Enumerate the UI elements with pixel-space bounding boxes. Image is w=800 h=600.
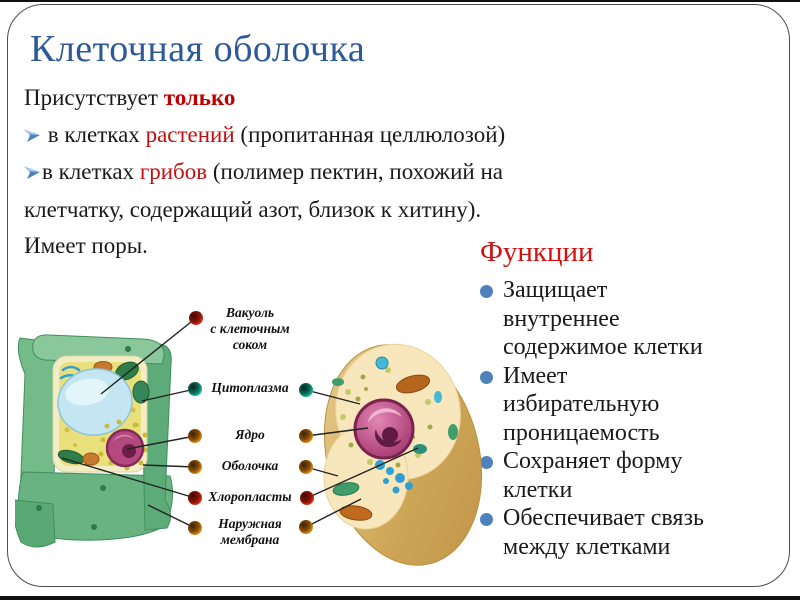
pin-membrane-left-icon bbox=[188, 521, 202, 535]
highlight-fungi: грибов bbox=[139, 159, 208, 184]
function-text: Защищает внутреннее содержимое клетки bbox=[503, 277, 703, 360]
label-nucleus: Ядро bbox=[235, 427, 265, 442]
pin-wall-left-icon bbox=[188, 460, 202, 474]
function-text: Обеспечивает связь между клетками bbox=[503, 505, 704, 560]
pin-nucleus-left-icon bbox=[188, 429, 202, 443]
bullet-line-plants: в клетках растений (пропитанная целлюлоз… bbox=[24, 117, 642, 155]
intro-highlight: только bbox=[163, 85, 236, 110]
bullet-dot-icon bbox=[480, 456, 493, 469]
bullet-dot-icon bbox=[480, 513, 493, 526]
list-item: Сохраняет форму клетки bbox=[478, 447, 780, 504]
list-item: Имеет избирательную проницаемость bbox=[478, 362, 780, 448]
pin-vacuole-icon bbox=[189, 311, 203, 325]
pin-wall-right-icon bbox=[299, 460, 313, 474]
highlight-plants: растений bbox=[145, 121, 235, 147]
connector-lines bbox=[61, 311, 419, 535]
function-text: Сохраняет форму клетки bbox=[503, 448, 683, 503]
functions-heading: Функции bbox=[480, 236, 594, 268]
function-text: Имеет избирательную проницаемость bbox=[503, 362, 660, 446]
arrow-bullet-icon bbox=[24, 155, 41, 192]
pores-text: Имеет поры. bbox=[24, 233, 148, 258]
list-item: Защищает внутреннее содержимое клетки bbox=[478, 276, 780, 362]
bullet-dot-icon bbox=[480, 370, 493, 384]
plant-cell-illustration bbox=[15, 334, 174, 548]
label-vacuole: Вакуоль с клеточным соком bbox=[210, 305, 290, 352]
pores-line: Имеет поры. bbox=[24, 228, 642, 265]
pin-nucleus-right-icon bbox=[299, 429, 313, 443]
label-cytoplasm: Цитоплазма bbox=[211, 380, 289, 395]
cell-diagram: Вакуоль с клеточным соком Цитоплазма Ядр… bbox=[0, 280, 500, 600]
intro-prefix: Присутствует bbox=[24, 85, 164, 110]
bullet-text: (пропитанная целлюлозой) bbox=[234, 121, 506, 147]
bullet-text: в клетках bbox=[42, 159, 140, 184]
label-outer-membrane: Наружная мембрана bbox=[218, 516, 282, 547]
page-title: Клеточная оболочка bbox=[30, 28, 366, 70]
pin-cytoplasm-right-icon bbox=[299, 383, 313, 397]
screen-edge-top bbox=[0, 0, 800, 2]
pin-cytoplasm-left-icon bbox=[188, 382, 202, 396]
functions-panel: Функции Защищает внутреннее содержимое к… bbox=[478, 236, 780, 561]
bullet-text: (полимер пектин, похожий на клетчатку, с… bbox=[24, 159, 503, 222]
body-text-block: Присутствует только в клетках растений (… bbox=[24, 80, 642, 265]
intro-line: Присутствует только bbox=[24, 80, 642, 117]
label-chloroplasts: Хлоропласты bbox=[208, 489, 292, 504]
screen-edge-bottom bbox=[0, 596, 800, 600]
pin-chloroplast-right-icon bbox=[300, 491, 314, 505]
bullet-dot-icon bbox=[480, 285, 493, 298]
label-pin-icons bbox=[188, 311, 314, 535]
list-item: Обеспечивает связь между клетками bbox=[478, 504, 780, 561]
label-wall: Оболочка bbox=[221, 458, 279, 473]
pin-chloroplast-left-icon bbox=[188, 491, 202, 505]
pin-membrane-right-icon bbox=[299, 520, 313, 534]
bullet-line-fungi: в клетках грибов (полимер пектин, похожи… bbox=[24, 154, 642, 228]
bullet-text: в клетках bbox=[42, 121, 146, 147]
arrow-bullet-icon bbox=[24, 118, 41, 155]
